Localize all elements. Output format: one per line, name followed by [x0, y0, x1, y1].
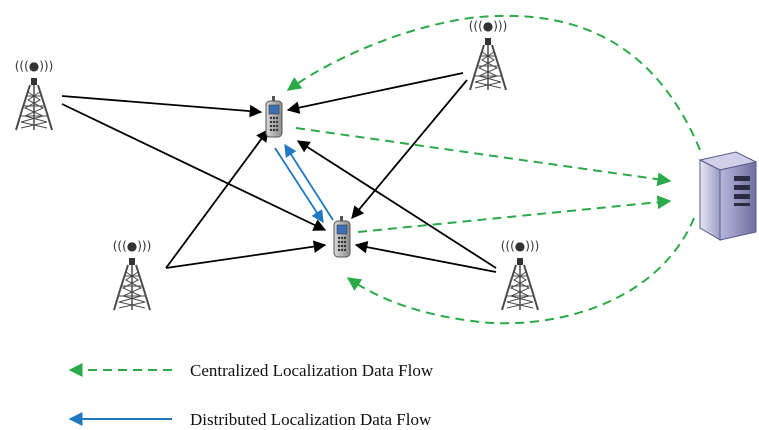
mobile-phone-icon	[265, 95, 283, 138]
cell-tower-icon	[13, 58, 55, 131]
signal-arrow	[351, 79, 468, 219]
signal-arrow	[61, 103, 327, 231]
centralized-arrow	[295, 127, 672, 187]
centralized-arrow	[346, 217, 695, 325]
centralized-arrow	[357, 195, 672, 233]
cell-tower-icon	[467, 18, 509, 91]
signal-arrows	[61, 72, 497, 273]
cell-tower-icon	[499, 238, 541, 311]
distributed-arrow	[284, 143, 334, 221]
signal-arrow	[165, 240, 327, 269]
cell-tower-icon	[111, 238, 153, 311]
signal-arrow	[296, 140, 497, 269]
signal-arrow	[61, 95, 263, 118]
signal-arrow	[165, 128, 269, 269]
centralized-arrows	[286, 14, 701, 325]
server-icon	[698, 151, 758, 241]
distributed-arrow	[274, 147, 324, 224]
centralized-arrow	[286, 14, 701, 151]
signal-arrow	[286, 72, 464, 114]
distributed-arrows	[274, 143, 334, 224]
legend-centralized-label: Centralized Localization Data Flow	[190, 361, 434, 380]
legend-distributed-label: Distributed Localization Data Flow	[190, 410, 432, 429]
mobile-phone-icon	[333, 215, 351, 258]
signal-arrow	[354, 240, 497, 273]
